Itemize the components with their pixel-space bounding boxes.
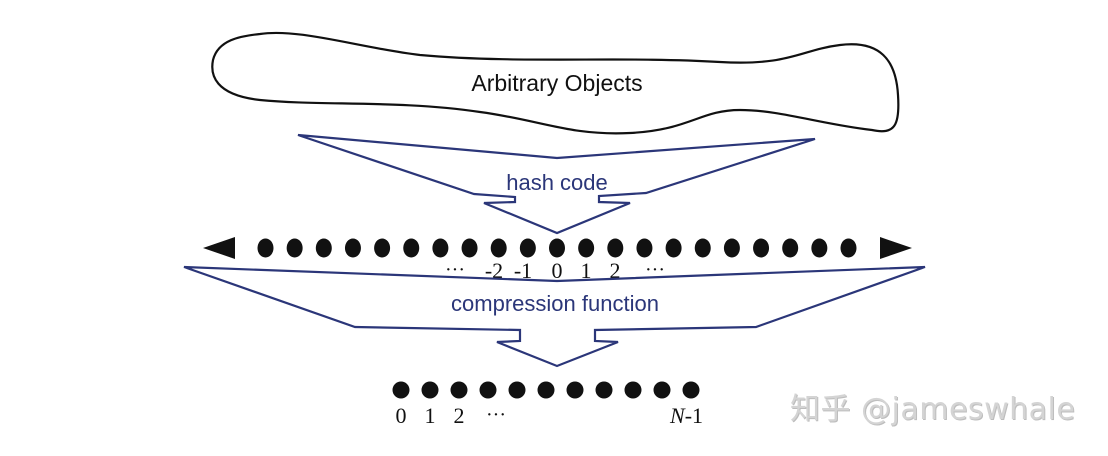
arbitrary-objects-label: Arbitrary Objects bbox=[471, 70, 642, 96]
bucket-dot bbox=[479, 381, 497, 399]
left-arrowhead bbox=[203, 237, 235, 259]
tick-label-minus-2: -2 bbox=[485, 258, 503, 283]
integer-dot bbox=[607, 238, 624, 258]
compression-function-label: compression function bbox=[451, 291, 659, 316]
zhihu-watermark: 知乎 @jameswhale bbox=[790, 392, 1076, 427]
tick-label-2: 2 bbox=[610, 258, 621, 283]
bucket-labels: 0 1 2 ··· N-1 bbox=[396, 403, 704, 428]
tick-label-ellipsis-right: ··· bbox=[645, 259, 665, 281]
integer-dot bbox=[723, 238, 740, 258]
integer-dot bbox=[461, 238, 478, 258]
integer-dot bbox=[519, 238, 536, 258]
integer-dot bbox=[490, 238, 507, 258]
bucket-dot bbox=[566, 381, 584, 399]
bucket-label-2: 2 bbox=[454, 403, 465, 428]
bucket-label-minus-1: -1 bbox=[685, 403, 703, 428]
tick-label-1: 1 bbox=[581, 258, 592, 283]
integer-dot bbox=[840, 238, 857, 258]
integer-dot bbox=[636, 238, 653, 258]
bucket-dot bbox=[421, 381, 439, 399]
bucket-label-1: 1 bbox=[425, 403, 436, 428]
integer-dot bbox=[665, 238, 682, 258]
bucket-dot bbox=[682, 381, 700, 399]
tick-label-ellipsis-left: ··· bbox=[445, 259, 465, 281]
integer-tick-labels: ··· -2 -1 0 1 2 ··· bbox=[445, 258, 665, 283]
bucket-dot bbox=[392, 381, 410, 399]
tick-label-minus-1: -1 bbox=[514, 258, 532, 283]
integer-dots bbox=[257, 238, 857, 258]
hash-code-label: hash code bbox=[506, 170, 608, 195]
integer-dot bbox=[782, 238, 799, 258]
right-arrowhead bbox=[880, 237, 912, 259]
integer-dot bbox=[432, 238, 449, 258]
integer-dot bbox=[257, 238, 274, 258]
integer-dot bbox=[286, 238, 303, 258]
tick-label-0: 0 bbox=[552, 258, 563, 283]
bucket-dots bbox=[392, 381, 700, 399]
integer-dot bbox=[549, 238, 565, 258]
integer-dot bbox=[374, 238, 391, 258]
bucket-dot bbox=[624, 381, 642, 399]
integer-dot bbox=[578, 238, 595, 258]
bucket-label-n-minus-1: N-1 bbox=[669, 403, 703, 428]
integer-dot bbox=[753, 238, 770, 258]
arbitrary-objects-blob bbox=[211, 31, 900, 135]
integer-dot bbox=[315, 238, 332, 258]
bucket-dot bbox=[508, 381, 526, 399]
hash-code-arrow bbox=[297, 133, 816, 235]
bucket-label-n: N bbox=[669, 403, 686, 428]
bucket-label-0: 0 bbox=[396, 403, 407, 428]
integer-dot bbox=[403, 238, 420, 258]
bucket-dot bbox=[653, 381, 671, 399]
bucket-dot bbox=[450, 381, 468, 399]
integer-dot bbox=[344, 238, 361, 258]
bucket-label-ellipsis: ··· bbox=[486, 404, 506, 426]
integer-dot bbox=[811, 238, 828, 258]
bucket-dot bbox=[595, 381, 613, 399]
bucket-dot bbox=[537, 381, 555, 399]
integer-dot bbox=[694, 238, 711, 258]
compression-function-arrow bbox=[183, 265, 926, 368]
